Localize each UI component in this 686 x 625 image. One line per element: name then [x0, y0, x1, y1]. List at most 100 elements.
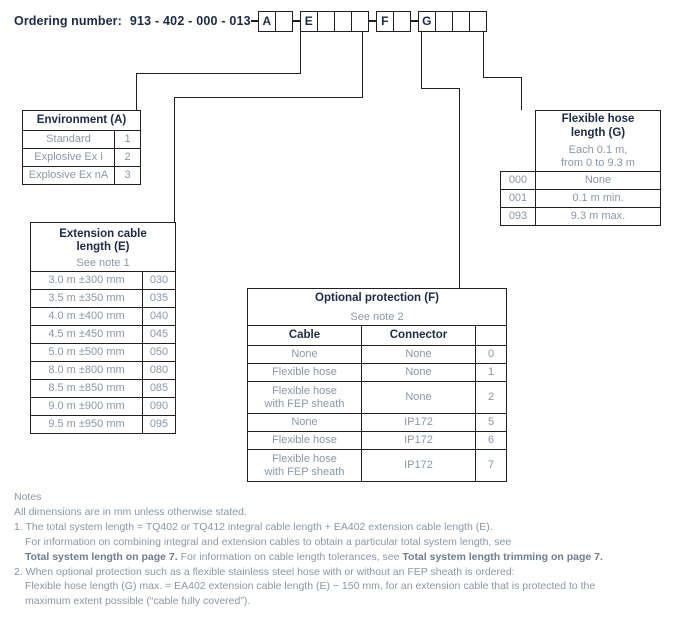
hose-subtitle: Each 0.1 m, from 0 to 9.3 m [535, 142, 661, 172]
extension-code: 090 [142, 397, 176, 416]
hose-corner-empty [501, 111, 536, 143]
environment-label: Explosive Ex i [22, 148, 115, 167]
protection-connector: None [361, 381, 476, 414]
table-row[interactable]: Flexible hose None 1 [247, 363, 508, 382]
extension-code: 085 [142, 379, 176, 398]
table-row[interactable]: 4.5 m ±450 mm 045 [30, 325, 176, 344]
extension-code: 045 [142, 325, 176, 344]
protection-code: 5 [474, 413, 508, 432]
optional-protection-table: Optional protection (F) See note 2 Cable… [246, 288, 508, 482]
code-key-e: E [299, 10, 318, 32]
note2-line1: 2. When optional protection such as a fl… [14, 565, 515, 578]
code-blank-g-3[interactable] [468, 10, 487, 32]
table-row[interactable]: None None 0 [247, 345, 508, 364]
protection-code: 7 [474, 449, 508, 482]
code-group-e[interactable]: E [299, 10, 369, 32]
note2-line3: maximum extent possible (“cable fully co… [25, 595, 251, 608]
code-group-a[interactable]: A [257, 10, 293, 32]
environment-code: 3 [113, 166, 142, 185]
extension-label: 8.5 m ±850 mm [30, 379, 143, 398]
extension-code: 095 [142, 415, 176, 434]
hose-corner-empty-2 [501, 142, 536, 172]
leader-line-a [136, 73, 301, 74]
notes-heading: Notes [14, 491, 42, 503]
table-row[interactable]: Explosive Ex i 2 [22, 148, 142, 167]
note1-ref-1: Total system length on page 7. [25, 550, 178, 563]
notes-dimensions: All dimensions are in mm unless otherwis… [14, 505, 247, 518]
code-key-f: F [375, 10, 394, 32]
table-row[interactable]: 5.0 m ±500 mm 050 [30, 343, 176, 362]
table-row[interactable]: Standard 1 [22, 130, 142, 149]
extension-label: 9.0 m ±900 mm [30, 397, 143, 416]
protection-cable: Flexible hose [247, 431, 362, 450]
extension-code: 040 [142, 307, 176, 326]
protection-connector: None [361, 363, 476, 382]
protection-cable: Flexible hose with FEP sheath [247, 381, 362, 414]
code-key-g: G [417, 10, 436, 32]
table-row[interactable]: 9.5 m ±950 mm 095 [30, 415, 176, 434]
code-blank-g-2[interactable] [451, 10, 470, 32]
protection-col-cable: Cable [247, 325, 362, 346]
table-row[interactable]: 093 9.3 m max. [500, 207, 661, 226]
protection-title: Optional protection (F) [246, 288, 508, 309]
table-row: See note 2 [246, 309, 508, 326]
connector-dash [292, 20, 300, 22]
extension-code: 035 [142, 289, 176, 308]
table-row[interactable]: 8.5 m ±850 mm 085 [30, 379, 176, 398]
extension-code: 030 [142, 271, 176, 290]
table-row[interactable]: None IP172 5 [247, 413, 508, 432]
table-row: Each 0.1 m, from 0 to 9.3 m [501, 142, 661, 172]
flexible-hose-table: Flexible hose length (G) Each 0.1 m, fro… [500, 110, 661, 226]
table-row[interactable]: 9.0 m ±900 mm 090 [30, 397, 176, 416]
protection-connector: IP172 [361, 449, 476, 482]
note1-line3: Total system length on page 7. For infor… [14, 550, 674, 565]
note2-line2: Flexible hose length (G) max. = EA402 ex… [25, 580, 596, 593]
table-row[interactable]: 001 0.1 m min. [500, 189, 661, 208]
protection-cable: Flexible hose with FEP sheath [247, 449, 362, 482]
connector-dash [250, 20, 258, 22]
extension-label: 3.5 m ±350 mm [30, 289, 143, 308]
code-blank-e-1[interactable] [316, 10, 335, 32]
table-row[interactable]: Flexible hose with FEP sheath None 2 [247, 381, 508, 414]
protection-code: 6 [474, 431, 508, 450]
table-row[interactable]: 3.0 m ±300 mm 030 [30, 271, 176, 290]
hose-title-line2: length (G) [570, 126, 626, 139]
table-row: Cable Connector [247, 325, 508, 346]
code-blank-a-1[interactable] [274, 10, 293, 32]
code-blank-f-1[interactable] [392, 10, 411, 32]
connector-dash [368, 20, 376, 22]
protection-cable: None [247, 345, 362, 364]
table-row: Extension cable length (E) [30, 222, 176, 256]
extension-title: Extension cable length (E) [30, 222, 176, 256]
extension-cable-table: Extension cable length (E) See note 1 3.… [30, 222, 176, 434]
table-row: See note 1 [30, 256, 176, 272]
protection-code: 0 [474, 345, 508, 364]
code-group-g[interactable]: G [417, 10, 487, 32]
table-row[interactable]: Flexible hose with FEP sheath IP172 7 [247, 449, 508, 482]
note1-line2: For information on combining integral an… [25, 535, 512, 548]
extension-code: 080 [142, 361, 176, 380]
hose-subtitle-line2: from 0 to 9.3 m [561, 156, 635, 169]
ordering-number-label: Ordering number: [14, 14, 122, 28]
leader-line-a [300, 31, 301, 73]
hose-label: None [535, 171, 661, 190]
table-row[interactable]: 4.0 m ±400 mm 040 [30, 307, 176, 326]
code-blank-e-3[interactable] [350, 10, 369, 32]
leader-line-g [483, 77, 522, 78]
code-blank-e-2[interactable] [333, 10, 352, 32]
protection-col-connector: Connector [361, 325, 476, 346]
leader-line-a [136, 73, 137, 133]
extension-label: 5.0 m ±500 mm [30, 343, 143, 362]
leader-line-e [174, 97, 175, 274]
table-row[interactable]: Explosive Ex nA 3 [22, 166, 142, 185]
table-row: Optional protection (F) [246, 288, 508, 309]
table-row[interactable]: 000 None [500, 171, 661, 190]
code-group-f[interactable]: F [375, 10, 411, 32]
table-row[interactable]: 3.5 m ±350 mm 035 [30, 289, 176, 308]
note1-line3-mid: For information on cable length toleranc… [177, 550, 403, 563]
extension-code: 050 [142, 343, 176, 362]
table-row[interactable]: 8.0 m ±800 mm 080 [30, 361, 176, 380]
table-row[interactable]: Flexible hose IP172 6 [247, 431, 508, 450]
environment-label: Explosive Ex nA [22, 166, 115, 185]
code-blank-g-1[interactable] [434, 10, 453, 32]
